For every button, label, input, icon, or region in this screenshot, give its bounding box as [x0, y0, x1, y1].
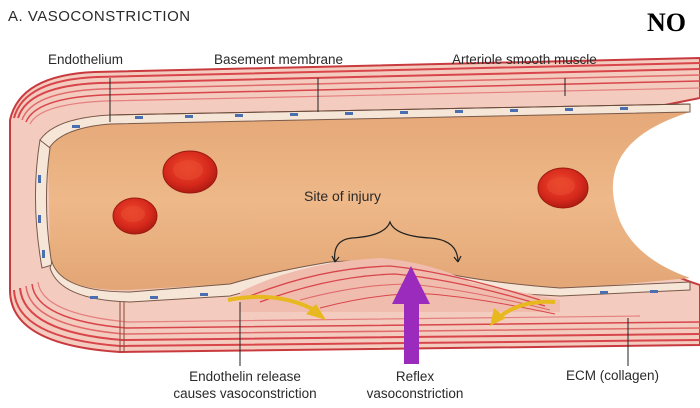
label-smooth-muscle: Arteriole smooth muscle	[452, 52, 597, 67]
red-blood-cell	[538, 168, 588, 208]
label-ecm: ECM (collagen)	[566, 368, 659, 383]
corner-label: NO	[647, 8, 686, 38]
label-basement-membrane: Basement membrane	[214, 52, 343, 67]
label-endothelium: Endothelium	[48, 52, 123, 67]
red-blood-cell	[113, 198, 157, 234]
label-site-of-injury: Site of injury	[304, 188, 381, 204]
label-endothelin: Endothelin release causes vasoconstricti…	[160, 368, 330, 402]
red-blood-cell	[163, 151, 217, 193]
label-reflex-line1: Reflex	[350, 368, 480, 385]
label-reflex: Reflex vasoconstriction	[350, 368, 480, 402]
label-reflex-line2: vasoconstriction	[350, 385, 480, 402]
label-endothelin-line2: causes vasoconstriction	[160, 385, 330, 402]
label-endothelin-line1: Endothelin release	[160, 368, 330, 385]
reflex-arrow-shaft	[404, 300, 419, 364]
diagram-title: A. VASOCONSTRICTION	[8, 8, 191, 25]
